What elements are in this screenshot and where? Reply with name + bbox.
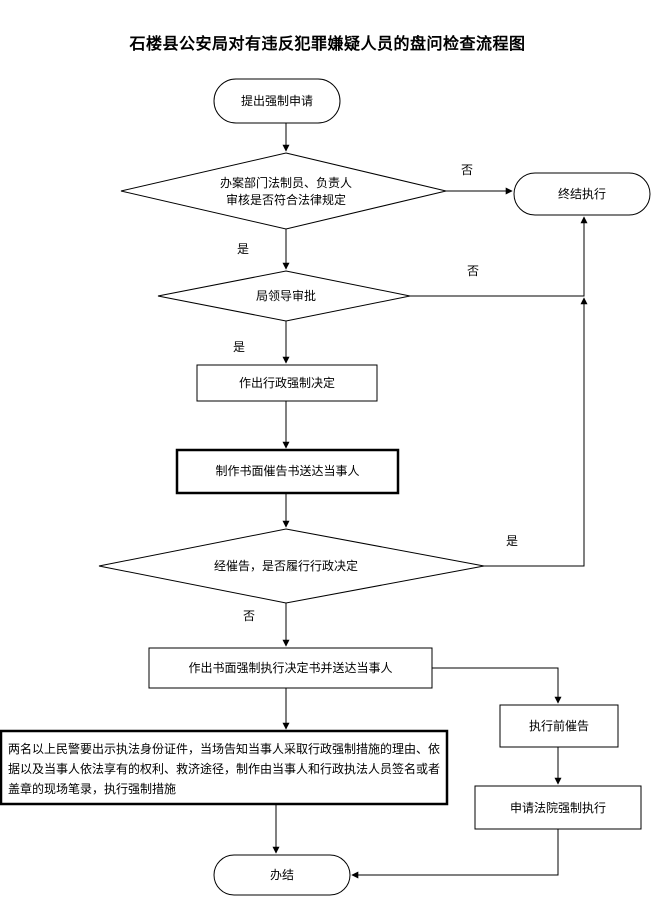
terminate-terminal (513, 172, 651, 216)
notice-box (175, 448, 400, 495)
measures-label: 两名以上民警要出示执法身份证件，当场告知当事人采取行政强制措施的理由、依据以及当… (8, 742, 441, 796)
written-decision-box (148, 647, 433, 689)
decision-box (196, 364, 378, 402)
review-label-line2: 审核是否符合法律规定 (225, 193, 346, 207)
edge-label-leader-yes: 是 (233, 340, 246, 354)
comply-check-label: 经催告，是否履行行政决定 (213, 559, 358, 573)
edge-label-review-yes: 是 (237, 242, 250, 256)
court-enforcement-label: 申请法院强制执行 (509, 801, 606, 815)
decision-label: 作出行政强制决定 (238, 376, 335, 390)
edge-label-comply-no: 否 (243, 609, 256, 623)
court-enforcement-box (474, 785, 642, 830)
measures-box (0, 729, 449, 806)
edge-label-review-no: 否 (461, 163, 474, 177)
review-label-line1: 办案部门法制员、负责人 (219, 176, 352, 190)
pre-execution-notice-label: 执行前催告 (528, 719, 589, 733)
apply-label: 提出强制申请 (240, 94, 313, 108)
edge-label-leader-no: 否 (467, 264, 480, 278)
page-title: 石楼县公安局对有违反犯罪嫌疑人员的盘问检查流程图 (129, 34, 526, 53)
done-terminal (213, 854, 351, 896)
arrow-comply-to-terminate (484, 297, 588, 567)
arrow-written-decision-to-pre-notice (432, 667, 562, 704)
terminate-label: 终结执行 (557, 187, 606, 201)
edge-label-comply-yes: 是 (506, 534, 519, 548)
written-decision-label: 作出书面强制执行决定书并送达当事人 (188, 661, 393, 675)
done-label: 办结 (269, 868, 294, 882)
notice-label: 制作书面催告书送达当事人 (215, 464, 360, 478)
apply-terminal (213, 78, 341, 124)
review-decision-diamond (120, 152, 447, 230)
arrow-leader-to-terminate (410, 216, 588, 297)
leader-label: 局领导审批 (255, 289, 316, 303)
arrow-court-to-done (351, 829, 559, 879)
pre-execution-notice-box (499, 704, 619, 748)
